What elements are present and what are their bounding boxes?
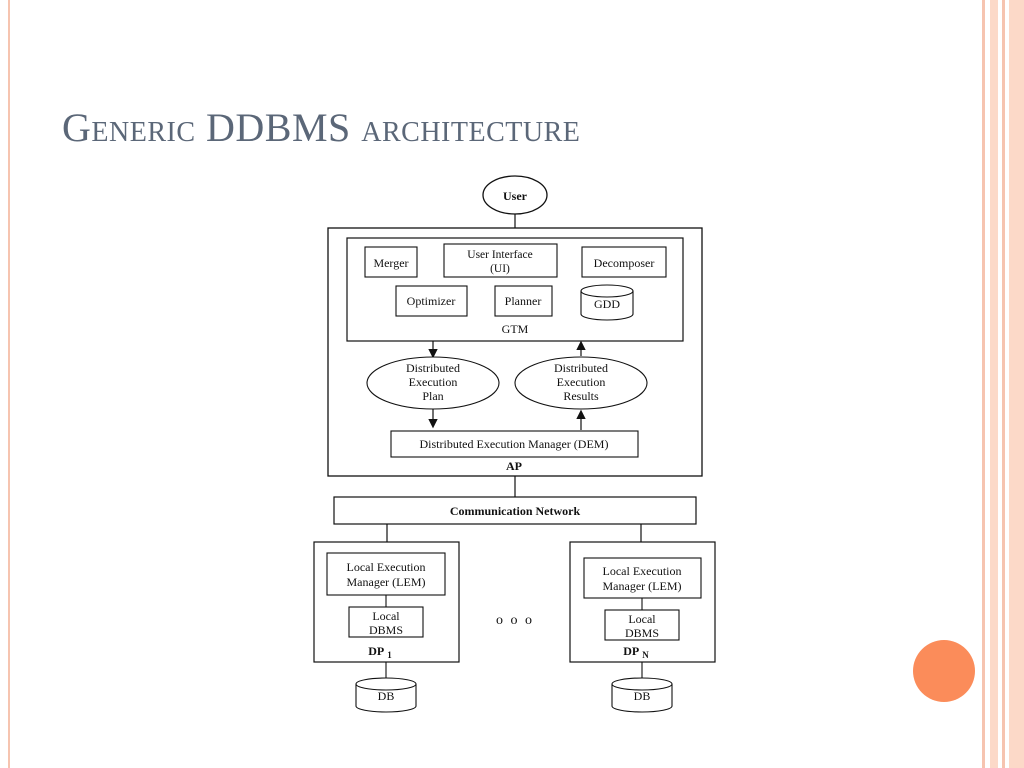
communication-network-box <box>333 496 697 525</box>
user-label: User <box>503 189 528 203</box>
dem-label: Distributed Execution Manager (DEM) <box>420 437 609 451</box>
gdd-database-icon <box>580 284 634 321</box>
planner-label: Planner <box>505 294 542 308</box>
dpn-local-dbms-box <box>604 609 680 641</box>
gdd-label: GDD <box>594 297 620 311</box>
merger-label: Merger <box>373 256 408 270</box>
dp1-lem-box <box>326 552 446 596</box>
slide-title: Generic DDBMS architecture <box>62 105 581 150</box>
dp1-label-main: DP <box>368 644 384 658</box>
dp1-db-label: DB <box>378 689 395 703</box>
optimizer-label: Optimizer <box>407 294 456 308</box>
decomposer-label: Decomposer <box>594 256 655 270</box>
dp1-lem-line2: Manager (LEM) <box>347 575 426 589</box>
dpn-label-sub: N <box>642 650 649 660</box>
ui-label-line2: (UI) <box>490 263 510 275</box>
user-interface-box <box>443 243 558 278</box>
gtm-label: GTM <box>502 322 529 336</box>
dp1-dbms-line2: DBMS <box>369 623 403 637</box>
results-line3: Results <box>563 389 599 403</box>
dem-box <box>390 430 639 458</box>
plan-line1: Distributed <box>406 361 460 375</box>
results-line2: Execution <box>557 375 606 389</box>
dp1-local-dbms-box <box>348 606 424 638</box>
dpn-lem-line2: Manager (LEM) <box>603 579 682 593</box>
dpn-dbms-line1: Local <box>628 612 656 626</box>
more-sites-ellipsis: o o o <box>496 613 534 628</box>
dp1-dbms-line1: Local <box>372 609 400 623</box>
right-decorative-stripes <box>980 0 1024 768</box>
left-border-line <box>8 0 10 768</box>
plan-line3: Plan <box>422 389 443 403</box>
dpn-dbms-line2: DBMS <box>625 626 659 640</box>
execution-results-node <box>514 356 648 410</box>
results-line1: Distributed <box>554 361 608 375</box>
ap-label: AP <box>506 459 522 473</box>
dp1-lem-line1: Local Execution <box>347 560 426 574</box>
dpn-label-main: DP <box>623 644 639 658</box>
dpn-lem-line1: Local Execution <box>603 564 682 578</box>
decomposer-box <box>581 246 667 278</box>
planner-box <box>494 285 553 317</box>
dpn-lem-box <box>583 557 702 599</box>
dp1-label-sub: 1 <box>387 650 392 660</box>
network-label: Communication Network <box>450 504 581 518</box>
dpn-db-label: DB <box>634 689 651 703</box>
dp1-db-icon <box>355 677 417 713</box>
plan-line2: Execution <box>409 375 458 389</box>
dpn-db-icon <box>611 677 673 713</box>
decorative-orange-circle <box>913 640 975 702</box>
optimizer-box <box>395 285 468 317</box>
merger-box <box>364 246 418 278</box>
ui-label-line1: User Interface <box>467 249 532 261</box>
